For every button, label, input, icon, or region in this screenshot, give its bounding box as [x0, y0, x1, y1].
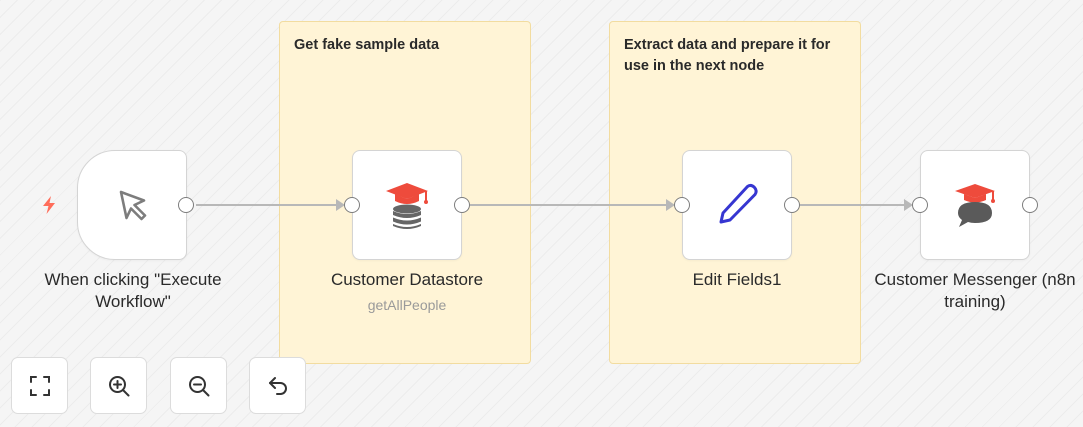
sticky-note-extract-data[interactable]: Extract data and prepare it for use in t… — [609, 21, 861, 364]
node-label: When clicking "Execute Workflow" — [44, 270, 222, 311]
zoom-in-icon — [108, 375, 129, 396]
fullscreen-icon — [29, 375, 50, 396]
node-customer-datastore[interactable] — [352, 150, 462, 260]
input-port[interactable] — [674, 197, 690, 213]
zoom-in-button[interactable] — [90, 357, 147, 414]
output-port[interactable] — [784, 197, 800, 213]
zoom-out-icon — [188, 375, 209, 396]
sticky-note-text: Get fake sample data — [294, 37, 440, 53]
input-port[interactable] — [344, 197, 360, 213]
pencil-icon — [719, 183, 758, 224]
trigger-bolt-icon — [43, 196, 55, 214]
reset-zoom-button[interactable] — [249, 357, 306, 414]
zoom-out-button[interactable] — [170, 357, 227, 414]
sticky-note-text: Extract data and prepare it for use in t… — [624, 37, 831, 74]
undo-icon — [268, 376, 287, 395]
zoom-to-fit-button[interactable] — [11, 357, 68, 414]
output-port[interactable] — [454, 197, 470, 213]
node-label: Customer Messenger (n8n training) — [874, 270, 1076, 311]
node-label: Edit Fields1 — [692, 270, 782, 289]
node-manual-trigger[interactable] — [77, 150, 187, 260]
input-port[interactable] — [912, 197, 928, 213]
connection-datastore-to-editfields[interactable] — [470, 199, 675, 211]
cursor-arrow-icon — [119, 190, 147, 221]
node-edit-fields[interactable] — [682, 150, 792, 260]
node-label: Customer Datastore — [330, 270, 484, 289]
node-subtitle: getAllPeople — [367, 297, 447, 313]
connection-trigger-to-datastore[interactable] — [196, 199, 345, 211]
output-port[interactable] — [178, 197, 194, 213]
messenger-graduation-cap-icon — [955, 184, 995, 227]
node-customer-messenger[interactable] — [920, 150, 1030, 260]
datastore-graduation-cap-icon — [386, 183, 428, 229]
connection-editfields-to-messenger[interactable] — [800, 199, 913, 211]
output-port[interactable] — [1022, 197, 1038, 213]
